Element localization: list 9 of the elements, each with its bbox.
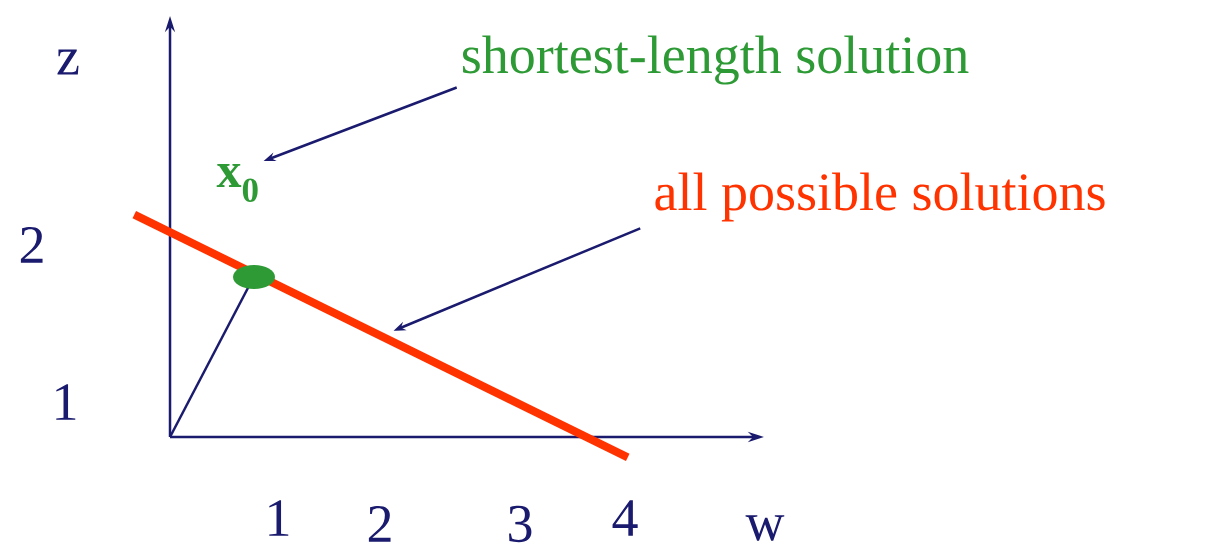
tick-label: 4 <box>612 500 638 536</box>
annotation-text: all possible solutions <box>655 172 1105 222</box>
solution-line <box>132 211 630 461</box>
math-label: x$_{0}$ <box>216 164 258 202</box>
annotation-text: shortest-length solution <box>463 35 969 85</box>
tick-label: 2 <box>20 227 43 263</box>
axis-label: z <box>57 49 79 75</box>
axis-label: w <box>745 515 785 541</box>
tick-label: 1 <box>56 384 76 420</box>
